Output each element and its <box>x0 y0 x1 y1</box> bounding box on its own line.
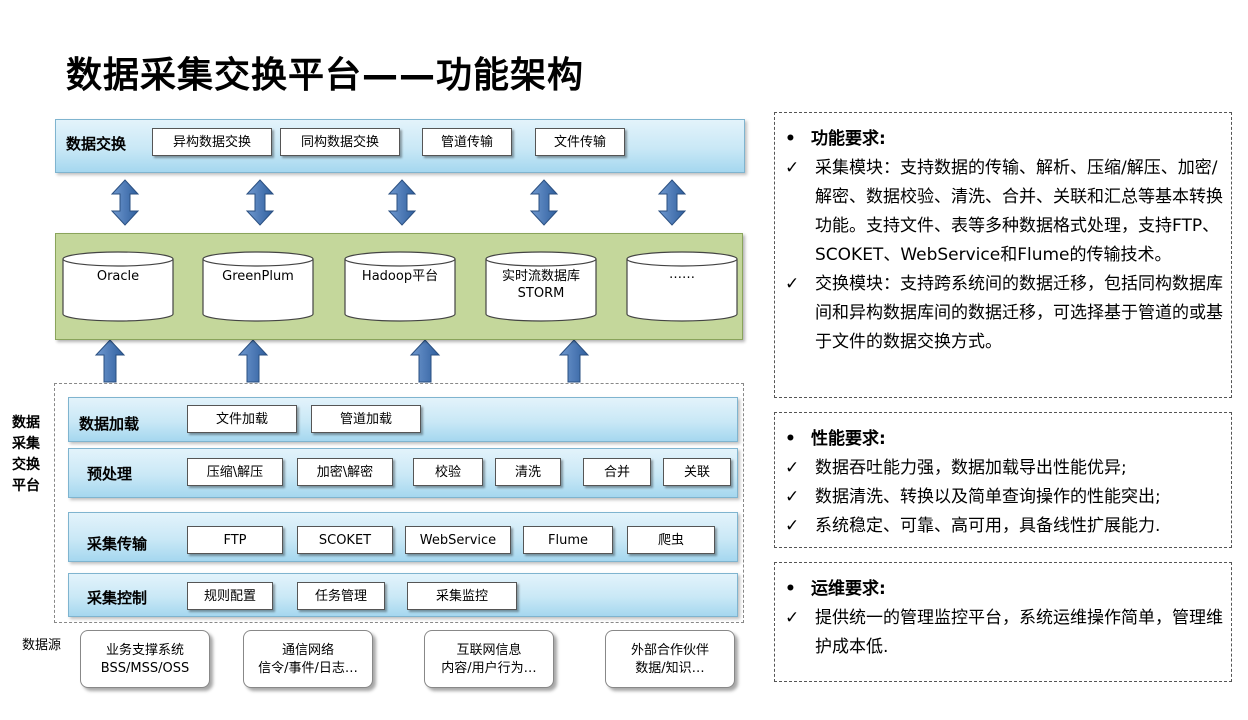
functional-panel: •功能要求: ✓采集模块：支持数据的传输、解析、压缩/解压、加密/解密、数据校验… <box>774 112 1232 398</box>
preprocess-box: 清洗 <box>495 458 561 486</box>
control-box: 任务管理 <box>297 582 385 610</box>
source-partner: 外部合作伙伴 数据/知识… <box>605 630 735 688</box>
database-sublabel: STORM <box>517 286 565 301</box>
source-line2: 信令/事件/日志… <box>258 661 358 676</box>
preprocess-box: 合并 <box>583 458 651 486</box>
double-arrow-icon <box>245 179 275 226</box>
double-arrow-icon <box>529 179 559 226</box>
exchange-box: 文件传输 <box>535 128 625 156</box>
panel-item: ✓系统稳定、可靠、高可用，具备线性扩展能力. <box>775 512 1231 541</box>
transfer-box: FTP <box>187 526 283 554</box>
database-cylinders <box>62 251 738 322</box>
up-arrow-icon <box>94 339 126 383</box>
check-icon: ✓ <box>785 158 800 178</box>
double-arrows <box>94 179 687 383</box>
panel-heading: •运维要求: <box>785 579 886 599</box>
source-network: 通信网络 信令/事件/日志… <box>243 630 373 688</box>
transfer-label: 采集传输 <box>87 535 148 553</box>
page-title: 数据采集交换平台——功能架构 <box>66 55 585 96</box>
database-icon-top <box>202 251 314 267</box>
database-icon <box>62 259 174 322</box>
source-bss: 业务支撑系统 BSS/MSS/OSS <box>80 630 210 688</box>
transfer-box: 爬虫 <box>627 526 715 554</box>
exchange-box: 管道传输 <box>422 128 512 156</box>
control-label: 采集控制 <box>87 589 148 607</box>
database-icon-top <box>62 251 174 267</box>
transfer-box: Flume <box>523 526 613 554</box>
panel-heading: •功能要求: <box>785 129 886 149</box>
database-icon <box>344 259 456 322</box>
operations-panel: •运维要求: ✓提供统一的管理监控平台，系统运维操作简单，管理维护成本低. <box>774 562 1232 682</box>
database-label: …… <box>669 267 695 282</box>
database-more: …… <box>627 252 737 322</box>
exchange-box: 同构数据交换 <box>280 128 400 156</box>
load-box: 管道加载 <box>311 405 421 433</box>
database-icon-top <box>344 251 456 267</box>
preprocess-label: 预处理 <box>87 465 133 483</box>
source-line1: 外部合作伙伴 <box>630 643 709 658</box>
source-line1: 通信网络 <box>281 643 334 658</box>
control-box: 规则配置 <box>187 582 273 610</box>
source-line1: 互联网信息 <box>456 643 522 658</box>
control-band: 采集控制 规则配置 任务管理 采集监控 <box>68 573 738 617</box>
preprocess-band: 预处理 压缩\解压 加密\解密 校验 清洗 合并 关联 <box>68 448 738 498</box>
panel-item: ✓数据清洗、转换以及简单查询操作的性能突出; <box>775 483 1231 512</box>
transfer-box: SCOKET <box>297 526 393 554</box>
transfer-band: 采集传输 FTP SCOKET WebService Flume 爬虫 <box>68 512 738 562</box>
load-band: 数据加载 文件加载 管道加载 <box>68 397 738 442</box>
database-icon-top <box>485 251 597 267</box>
double-arrow-icon <box>110 179 140 226</box>
double-arrow-icon <box>657 179 687 226</box>
transfer-box: WebService <box>405 526 511 554</box>
database-label: Hadoop平台 <box>361 269 439 284</box>
source-line2: 数据/知识… <box>635 661 705 676</box>
check-icon: ✓ <box>785 516 800 536</box>
platform-container <box>54 383 744 623</box>
database-icon-top <box>626 251 738 267</box>
database-greenplum: GreenPlum <box>203 252 313 322</box>
preprocess-box: 校验 <box>413 458 483 486</box>
exchange-label: 数据交换 <box>66 135 127 153</box>
check-icon: ✓ <box>785 487 800 507</box>
panel-item: ✓数据吞吐能力强，数据加载导出性能优异; <box>775 454 1231 483</box>
platform-label: 数据 采集 交换 平台 <box>12 415 40 494</box>
check-icon: ✓ <box>785 458 800 478</box>
database-hadoop: Hadoop平台 <box>345 252 455 322</box>
check-icon: ✓ <box>785 608 800 628</box>
sources-label: 数据源 <box>22 638 62 653</box>
database-icon <box>626 259 738 322</box>
database-label: Oracle <box>96 269 140 284</box>
source-line1: 业务支撑系统 <box>105 643 184 658</box>
up-arrow-icon <box>409 339 441 383</box>
panel-item: ✓交换模块：支持跨系统间的数据迁移，包括同构数据库间和异构数据库间的数据迁移，可… <box>775 270 1231 357</box>
up-arrow-icon <box>237 339 269 383</box>
source-line2: BSS/MSS/OSS <box>100 661 190 676</box>
load-box: 文件加载 <box>187 405 297 433</box>
preprocess-box: 关联 <box>663 458 731 486</box>
check-icon: ✓ <box>785 274 800 294</box>
panel-item: ✓提供统一的管理监控平台，系统运维操作简单，管理维护成本低. <box>775 604 1231 662</box>
preprocess-box: 压缩\解压 <box>187 458 283 486</box>
source-internet: 互联网信息 内容/用户行为… <box>424 630 554 688</box>
panel-heading: •性能要求: <box>785 429 886 449</box>
preprocess-box: 加密\解密 <box>297 458 393 486</box>
database-icon <box>485 259 597 322</box>
database-label: GreenPlum <box>222 269 294 284</box>
panel-item: ✓采集模块：支持数据的传输、解析、压缩/解压、加密/解密、数据校验、清洗、合并、… <box>775 154 1231 270</box>
source-line2: 内容/用户行为… <box>441 661 537 676</box>
control-box: 采集监控 <box>407 582 517 610</box>
database-storm: 实时流数据库 STORM <box>486 252 596 322</box>
load-label: 数据加载 <box>79 415 140 433</box>
exchange-box: 异构数据交换 <box>152 128 272 156</box>
performance-panel: •性能要求: ✓数据吞吐能力强，数据加载导出性能优异; ✓数据清洗、转换以及简单… <box>774 412 1232 548</box>
database-label: 实时流数据库 <box>501 269 580 284</box>
database-oracle: Oracle <box>63 252 173 322</box>
double-arrow-icon <box>387 179 417 226</box>
exchange-band: 数据交换 异构数据交换 同构数据交换 管道传输 文件传输 <box>55 119 745 173</box>
database-icon <box>202 259 314 322</box>
up-arrow-icon <box>558 339 590 383</box>
